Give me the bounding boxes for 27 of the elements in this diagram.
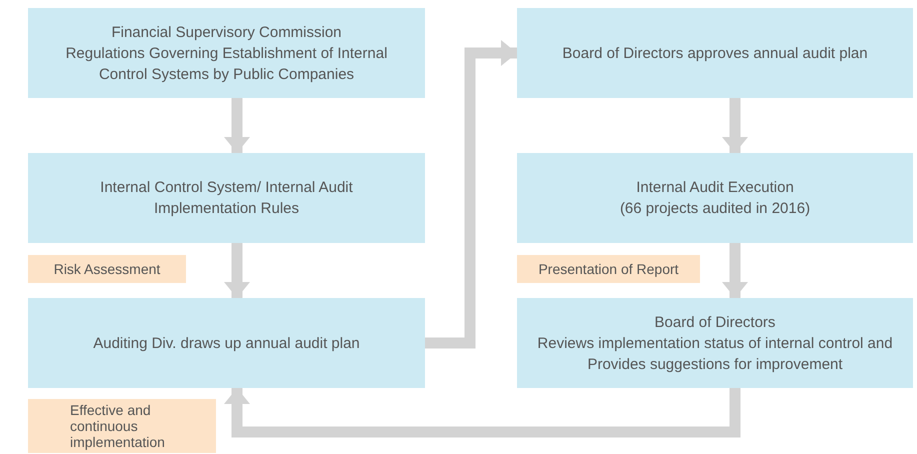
box-heading: Internal Audit Execution bbox=[636, 178, 794, 198]
arrow bbox=[224, 98, 250, 153]
arrow bbox=[722, 243, 748, 298]
process-box bbox=[517, 153, 913, 243]
box-text: Regulations Governing Establishment of Internal Control Systems by Public Companies bbox=[64, 44, 388, 84]
process-box bbox=[28, 153, 425, 243]
box-text: Board of Directors approves annual audit plan bbox=[562, 44, 868, 64]
box-text: Effective and continuous implementation bbox=[69, 402, 166, 450]
box-text: Risk Assessment bbox=[54, 261, 160, 277]
process-box bbox=[517, 298, 913, 388]
arrow bbox=[425, 40, 517, 348]
box-heading: Board of Directors bbox=[654, 312, 776, 332]
note-tag bbox=[28, 399, 216, 453]
box-text: (66 projects audited in 2016) bbox=[620, 199, 810, 219]
box-heading: Financial Supervisory Commission bbox=[111, 22, 342, 42]
note-tag bbox=[28, 255, 186, 283]
box-text: Auditing Div. draws up annual audit plan bbox=[93, 334, 360, 354]
process-box bbox=[517, 8, 913, 98]
arrow bbox=[224, 388, 740, 438]
arrow bbox=[224, 243, 250, 298]
box-text: Presentation of Report bbox=[538, 261, 679, 277]
note-tag bbox=[517, 255, 700, 283]
box-text: Internal Control System/ Internal Audit Implementation Rules bbox=[99, 178, 354, 219]
process-box bbox=[28, 298, 425, 388]
box-text: Reviews implementation status of internal control and Provides suggestions for improvement bbox=[537, 334, 893, 374]
arrow bbox=[722, 98, 748, 153]
process-box bbox=[28, 8, 425, 98]
